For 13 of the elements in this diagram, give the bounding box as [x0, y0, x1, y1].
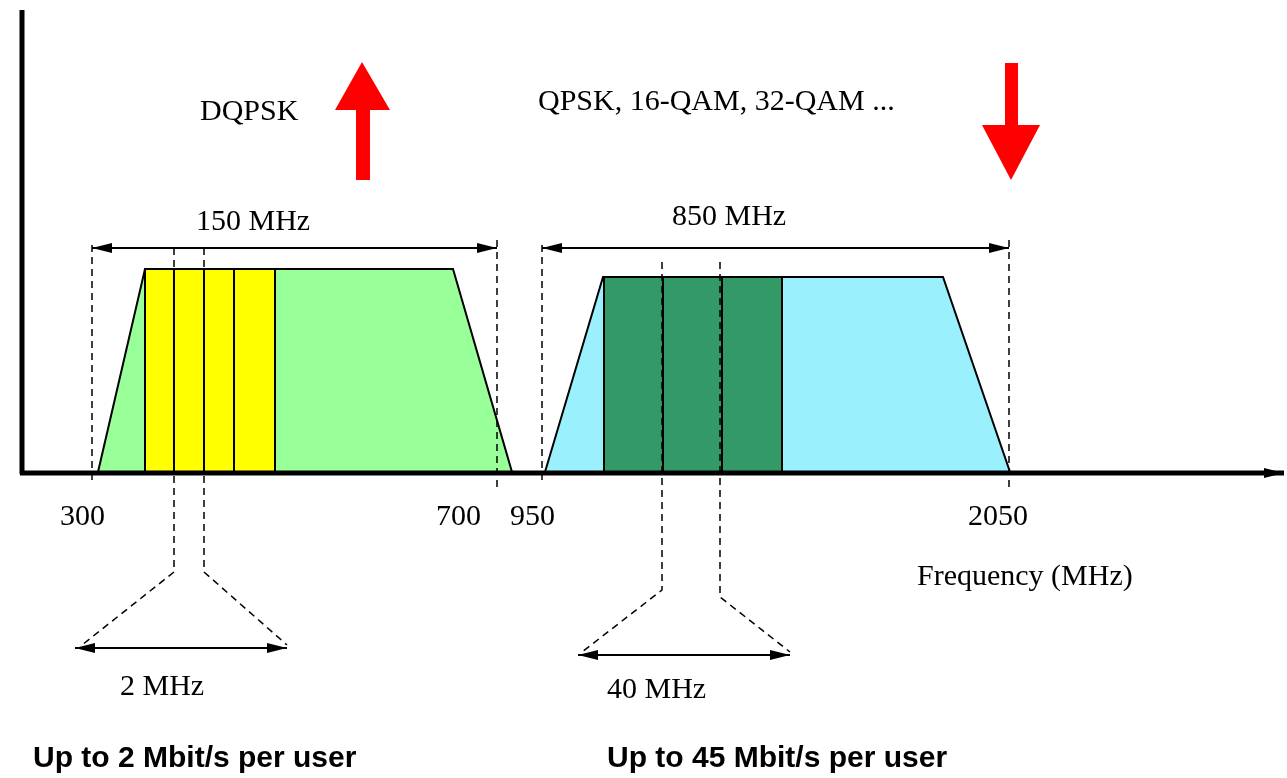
- tick-label: 950: [510, 500, 555, 530]
- dimension-label: 150 MHz: [196, 205, 311, 235]
- tick-label: 300: [60, 500, 105, 530]
- modulation-label: DQPSK: [200, 95, 299, 125]
- dimension-label: 2 MHz: [120, 670, 205, 700]
- data-rate-note: Up to 45 Mbit/s per user: [607, 742, 948, 772]
- tick-label: 700: [436, 500, 481, 530]
- modulation-label: QPSK, 16-QAM, 32-QAM ...: [538, 85, 895, 115]
- tick-label: 2050: [968, 500, 1028, 530]
- dimension-label: 850 MHz: [672, 200, 787, 230]
- dimension-label: 40 MHz: [607, 673, 707, 703]
- data-rate-note: Up to 2 Mbit/s per user: [33, 742, 357, 772]
- axis-title: Frequency (MHz): [917, 560, 1133, 590]
